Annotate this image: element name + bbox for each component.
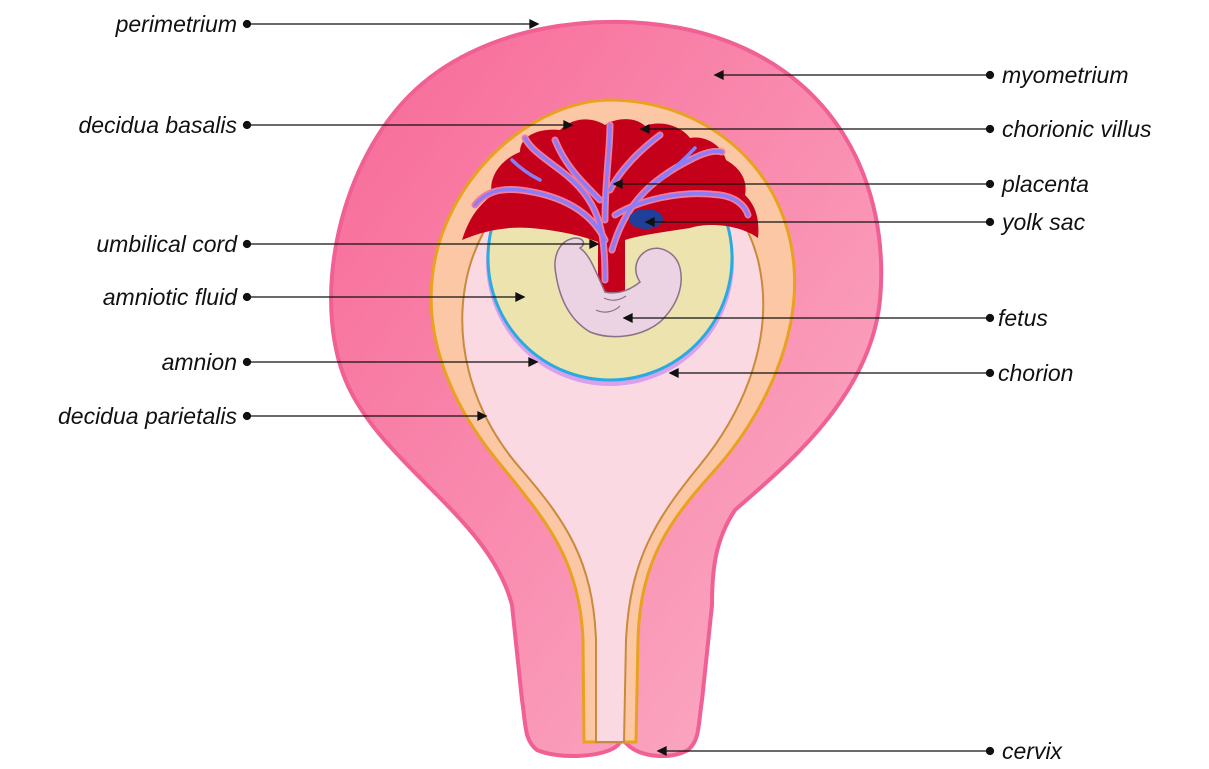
label-placenta: placenta (1002, 170, 1089, 198)
dot-placenta (987, 181, 994, 188)
dot-umbilical-cord (244, 241, 251, 248)
dot-myometrium (987, 72, 994, 79)
label-decidua-parietalis: decidua parietalis (58, 402, 237, 430)
label-umbilical-cord: umbilical cord (96, 230, 237, 258)
dot-perimetrium (244, 21, 251, 28)
label-perimetrium: perimetrium (116, 10, 237, 38)
label-fetus: fetus (998, 304, 1048, 332)
label-amnion: amnion (162, 348, 237, 376)
label-chorion: chorion (998, 359, 1073, 387)
dot-chorionic-villus (987, 126, 994, 133)
dot-fetus (987, 315, 994, 322)
dot-chorion (987, 370, 994, 377)
label-yolk-sac: yolk sac (1002, 208, 1085, 236)
dot-amniotic-fluid (244, 294, 251, 301)
dot-decidua-basalis (244, 122, 251, 129)
label-chorionic-villus: chorionic villus (1002, 115, 1152, 143)
label-decidua-basalis: decidua basalis (78, 111, 237, 139)
dot-amnion (244, 359, 251, 366)
label-myometrium: myometrium (1002, 61, 1129, 89)
dot-yolk-sac (987, 219, 994, 226)
label-amniotic-fluid: amniotic fluid (103, 283, 237, 311)
arrowhead (530, 20, 538, 28)
dot-decidua-parietalis (244, 413, 251, 420)
dot-cervix (987, 748, 994, 755)
yolk-sac-shape (629, 209, 663, 229)
label-cervix: cervix (1002, 737, 1062, 765)
